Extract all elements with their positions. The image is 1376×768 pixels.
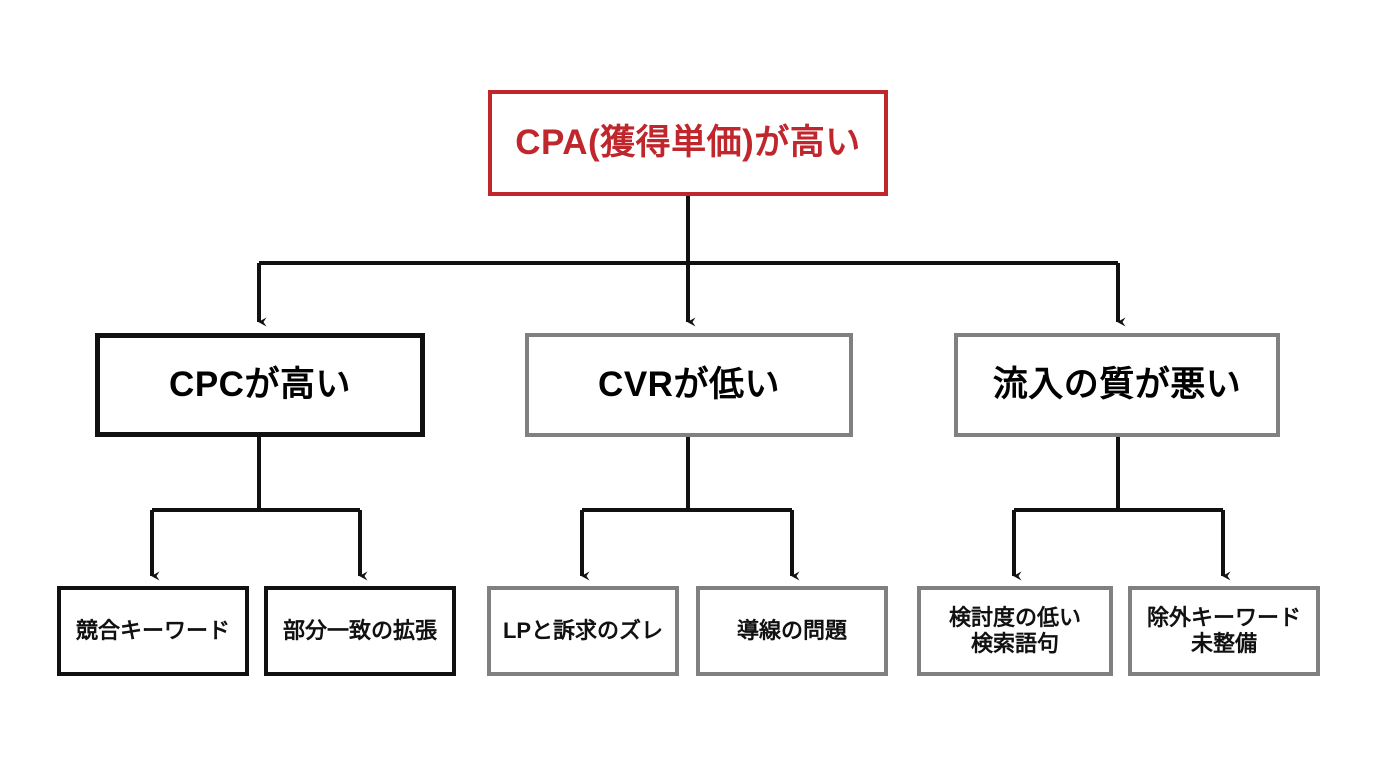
node-branch-cvr[interactable]: CVRが低い (525, 333, 853, 437)
node-leaf-broad-match-expansion[interactable]: 部分一致の拡張 (264, 586, 456, 676)
node-leaf-navigation-problem[interactable]: 導線の問題 (696, 586, 888, 676)
node-leaf-negative-keywords-missing[interactable]: 除外キーワード 未整備 (1128, 586, 1320, 676)
node-leaf-low-intent-search-terms[interactable]: 検討度の低い 検索語句 (917, 586, 1113, 676)
node-branch-traffic[interactable]: 流入の質が悪い (954, 333, 1280, 437)
node-branch-cpc[interactable]: CPCが高い (95, 333, 425, 437)
node-root-cpa[interactable]: CPA(獲得単価)が高い (488, 90, 888, 196)
node-leaf-competitor-keyword[interactable]: 競合キーワード (57, 586, 249, 676)
node-leaf-lp-message-mismatch[interactable]: LPと訴求のズレ (487, 586, 679, 676)
